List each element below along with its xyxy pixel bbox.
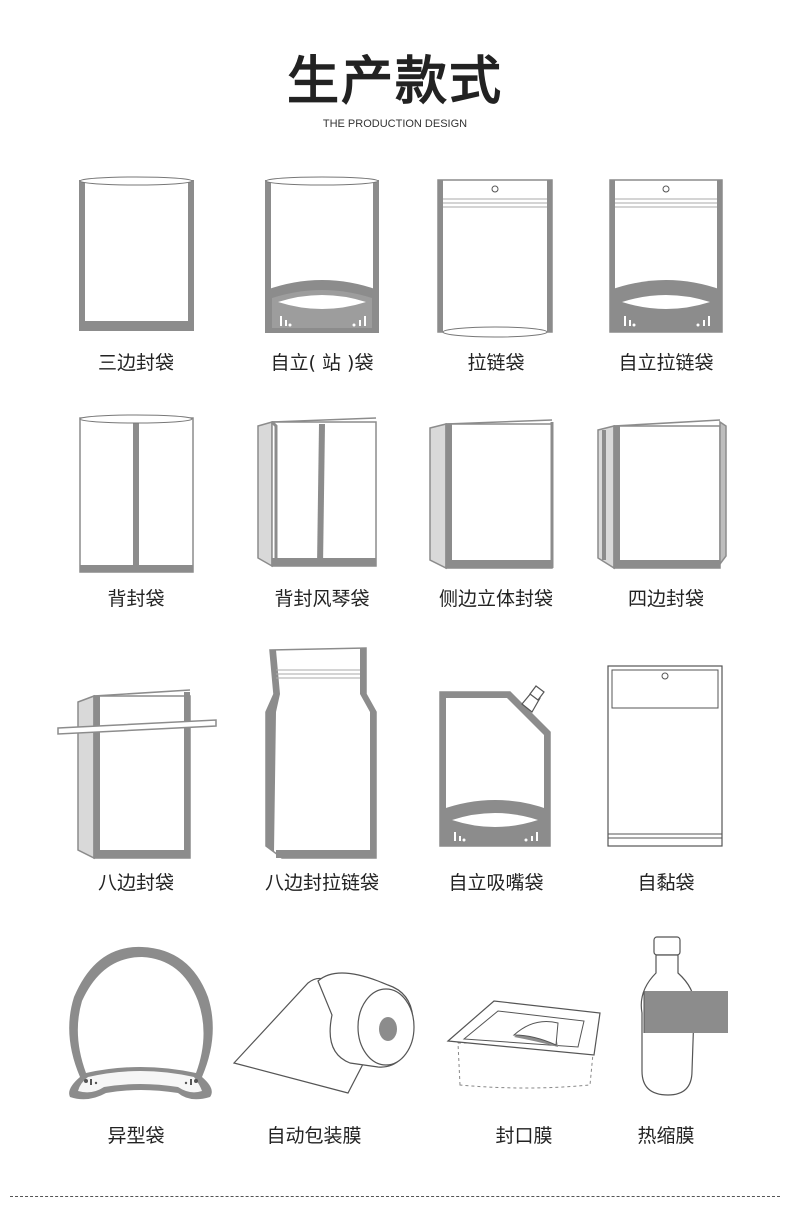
- self-adhesive-bag-icon: [607, 665, 723, 847]
- product-item: 热缩膜: [580, 935, 752, 1165]
- product-label: 异型袋: [107, 1125, 165, 1147]
- product-item: 封口膜: [438, 935, 610, 1165]
- product-item: 异型袋: [50, 935, 222, 1165]
- product-label: 三边封袋: [97, 352, 174, 374]
- product-label: 八边封拉链袋: [264, 872, 379, 894]
- three-side-seal-bag-icon: [79, 176, 194, 331]
- product-item: 侧边立体封袋: [410, 408, 582, 618]
- eight-side-seal-bag-icon: [57, 689, 217, 860]
- product-label: 自立吸嘴袋: [448, 872, 544, 894]
- side-gusset-bag-icon: [429, 419, 554, 570]
- product-label: 拉链袋: [467, 352, 525, 374]
- product-item: 八边封拉链袋: [236, 640, 408, 900]
- product-label: 背封风琴袋: [274, 588, 370, 610]
- spout-pouch-icon: [439, 685, 551, 847]
- product-label: 自立拉链袋: [618, 352, 714, 374]
- eight-side-zipper-bag-icon: [265, 647, 377, 859]
- product-label: 封口膜: [495, 1125, 553, 1147]
- product-item: 三边封袋: [50, 170, 222, 380]
- page-subtitle: THE PRODUCTION DESIGN: [322, 118, 468, 130]
- stand-up-zipper-bag-icon: [609, 179, 723, 333]
- product-item: 拉链袋: [410, 170, 582, 380]
- dashed-divider: [10, 1196, 780, 1197]
- packaging-film-roll-icon: [232, 972, 415, 1094]
- product-item: 背封袋: [50, 408, 222, 618]
- product-item: 自立( 站 )袋: [236, 170, 408, 380]
- product-label: 自动包装膜: [266, 1125, 362, 1147]
- four-side-seal-bag-icon: [597, 419, 727, 570]
- product-item: 自动包装膜: [228, 935, 415, 1165]
- product-label: 四边封袋: [627, 588, 704, 610]
- product-label: 热缩膜: [637, 1125, 695, 1147]
- product-item: 背封风琴袋: [236, 408, 408, 618]
- back-seal-gusset-bag-icon: [257, 417, 377, 568]
- product-label: 背封袋: [107, 588, 165, 610]
- page-title: 生产款式: [286, 51, 503, 112]
- shaped-bag-icon: [69, 946, 213, 1100]
- product-label: 自立( 站 )袋: [270, 352, 374, 374]
- product-item: 八边封袋: [50, 640, 222, 900]
- product-item: 自立吸嘴袋: [410, 640, 582, 900]
- product-item: 自黏袋: [580, 640, 752, 900]
- stand-up-pouch-icon: [265, 176, 379, 333]
- product-item: 自立拉链袋: [580, 170, 752, 380]
- back-seal-bag-icon: [79, 414, 194, 573]
- product-label: 侧边立体封袋: [438, 588, 553, 610]
- product-label: 八边封袋: [97, 872, 174, 894]
- product-item: 四边封袋: [580, 408, 752, 618]
- product-label: 自黏袋: [637, 872, 695, 894]
- zipper-bag-icon: [437, 179, 553, 338]
- sealing-film-icon: [446, 1000, 601, 1089]
- shrink-film-bottle-icon: [640, 936, 728, 1096]
